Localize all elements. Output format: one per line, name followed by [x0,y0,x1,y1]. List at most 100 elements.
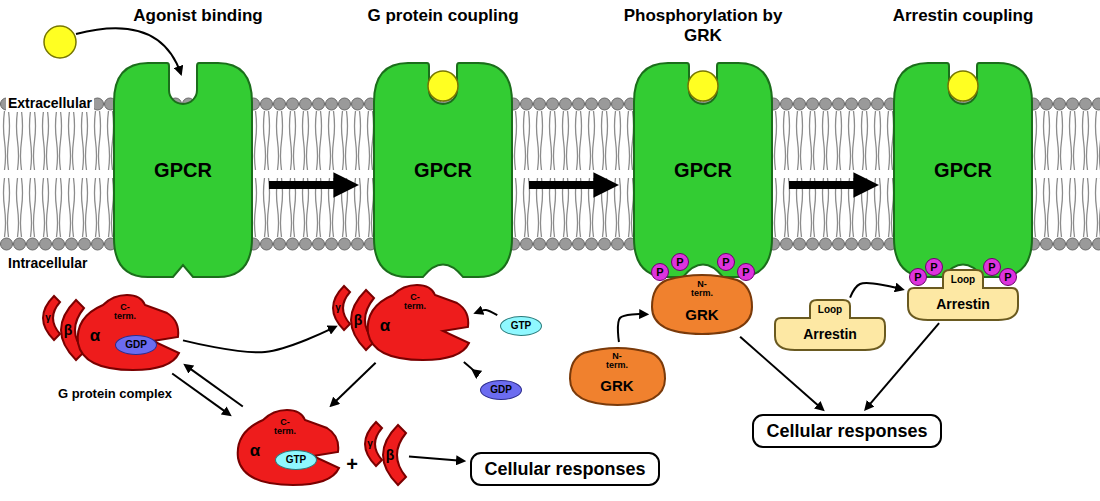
g-gamma-subunit: γ [36,296,60,340]
phosphate: P [671,253,689,271]
reaction-arrow [183,329,331,352]
step-arrow [789,181,859,189]
node-shape [570,348,665,405]
step-arrow [529,181,599,189]
g-alpha-subunit: C-term. α [365,285,470,360]
node-text: P [742,267,749,278]
node-shape [775,300,885,350]
node-text: GDP [490,385,512,395]
grk-kinase: N-term. GRK [570,345,665,405]
agonist-ligand [428,71,458,101]
node-text: GDP [125,340,147,350]
node-shape [78,295,179,370]
node-text: Cellular responses [766,422,927,440]
node-text: Arrestin [803,327,857,341]
g-alpha-subunit: C-term. α GTP [235,410,340,485]
region-label: Intracellular [6,255,89,272]
phosphate: P [651,263,669,281]
node-shape [43,296,60,340]
node-text: C-term. [111,303,139,321]
node-shape [368,285,469,360]
node-shape [333,286,350,330]
node-shape [894,63,1032,277]
node-text: β [64,323,73,337]
node-text: GPCR [674,160,732,180]
phosphate: P [925,258,943,276]
phosphate: P [909,268,927,286]
gtp-molecule: GTP [500,316,542,336]
node-text: GRK [685,307,718,322]
step-heading: Agonist binding [133,6,262,26]
reaction-arrow [172,374,225,412]
node-text: Loop [951,275,975,285]
phosphate: P [717,253,735,271]
reaction-arrow [850,283,897,298]
gpcr-receptor: GPCR [373,62,513,278]
node-text: N-term. [603,352,631,370]
gdp-molecule: GDP [115,335,157,355]
node-text: P [722,257,729,268]
arrestin: LoopArrestin [775,300,885,350]
agonist-ligand [688,71,718,101]
gpcr-receptor: GPCR [633,62,773,278]
node-text: α [250,442,260,459]
step-arrow [269,181,339,189]
reaction-arrow [190,368,243,406]
plus-sign: + [346,452,358,476]
node-text: α [90,327,100,344]
step-heading: Arrestin coupling [893,6,1034,26]
reaction-arrow [464,362,478,374]
region-label: Extracellular [6,95,94,112]
node-text: γ [367,439,373,449]
node-text: GPCR [414,160,472,180]
agonist-ligand [44,26,76,58]
group-label: G protein complex [58,386,172,402]
node-shape [351,290,374,350]
node-text: P [988,262,995,273]
grk-kinase: N-term. GRK [652,272,752,334]
g-gamma-subunit: γ [358,422,382,466]
node-text: C-term. [271,418,299,436]
node-text: Loop [818,305,842,315]
node-text: N-term. [688,280,716,298]
node-shape [652,275,752,334]
gdp-molecule: GDP [480,380,522,400]
node-shape [365,422,382,466]
gtp-molecule: GTP [275,450,317,470]
agonist-ligand [948,71,978,101]
reaction-arrow [335,363,375,402]
node-text: P [1004,272,1011,283]
node-shape [238,410,339,485]
reaction-arrow [481,310,497,315]
g-alpha-subunit: C-term. αGDP [75,295,180,370]
reaction-arrow [409,457,458,461]
node-text: β [354,313,363,327]
node-text: Arrestin [936,297,990,311]
node-text: GPCR [154,160,212,180]
node-text: γ [335,303,341,313]
node-shape [61,300,84,360]
gpcr-receptor: GPCR [113,62,253,278]
response-box: Cellular responses [752,414,942,448]
node-text: GRK [600,377,633,392]
node-shape [383,425,406,485]
node-shape [374,63,512,277]
node-text: α [380,317,390,334]
phosphate: P [983,258,1001,276]
node-text: P [914,272,921,283]
step-heading: G protein coupling [367,6,518,26]
node-text: γ [45,313,51,323]
response-box: Cellular responses [470,452,660,486]
node-text: C-term. [401,293,429,311]
node-text: GTP [511,321,532,331]
g-beta-subunit: β [372,425,406,485]
node-text: P [676,257,683,268]
g-gamma-subunit: γ [326,286,350,330]
gpcr-receptor: GPCR [893,62,1033,278]
node-text: Cellular responses [484,460,645,478]
node-text: GPCR [934,160,992,180]
node-shape [114,63,252,277]
step-heading: Phosphorylation by GRK [623,6,783,47]
phosphate: P [737,263,755,281]
